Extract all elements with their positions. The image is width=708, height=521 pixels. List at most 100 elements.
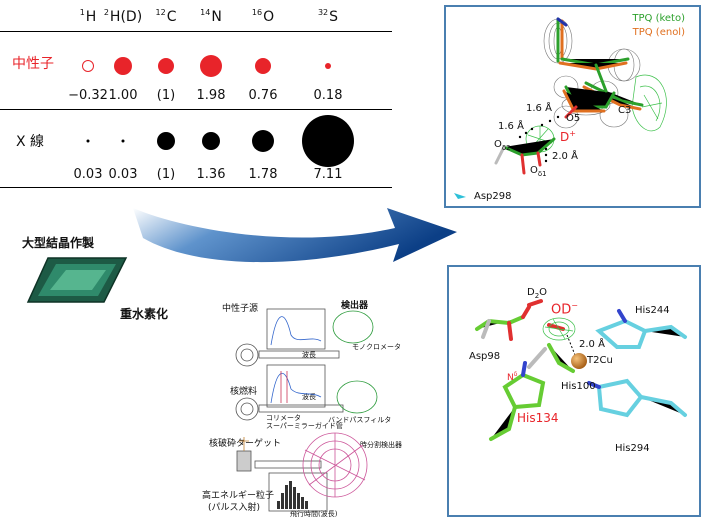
tpq-structure [454, 17, 667, 199]
crystal-icon [26, 257, 128, 303]
isotope-symbol: C [166, 9, 177, 25]
xray-scattering-circle [252, 130, 274, 152]
od2-label: Oδ2 [494, 139, 511, 152]
d2o-label: D2O [527, 287, 548, 300]
xray-scattering-circle [302, 115, 354, 167]
neutron-length-value: 1.00 [108, 88, 138, 103]
spectrum-box-2 [266, 364, 326, 408]
isotope-mass: 2 [103, 8, 109, 17]
distance-label-3: 2.0 Å [552, 151, 578, 162]
neutron-scattering-circle [158, 58, 174, 74]
c3-label: C3 [618, 105, 632, 116]
neutron-source-label: 中性子源 [222, 304, 259, 314]
process-arrow [133, 208, 457, 263]
isotope-symbol: H [85, 9, 97, 25]
pulse-label: (パルス入射) [208, 503, 261, 513]
isotope-header: 32S [318, 8, 338, 25]
guide-tube-2 [258, 404, 344, 413]
collimator-label: コリメータ [266, 414, 301, 422]
neutron-length-value: −0.32 [68, 88, 108, 103]
isotope-header: 12C [156, 8, 177, 25]
table-bottom-rule [0, 187, 392, 188]
deuterium-label: D+ [560, 129, 576, 144]
xray-scattering-circle [157, 132, 175, 150]
guide-tube-3 [254, 460, 322, 469]
his244-label: His244 [635, 305, 670, 316]
isotope-header: 16O [252, 8, 274, 25]
table-top-rule [0, 31, 392, 32]
his294-label: His294 [615, 443, 650, 454]
spectrum-box-1 [266, 308, 326, 350]
reactor-core-2 [235, 397, 259, 421]
isotope-mass: 14 [200, 8, 211, 17]
o5-label: O5 [566, 113, 581, 124]
isotope-mass: 1 [79, 8, 85, 17]
copper-atom [571, 353, 587, 369]
keto-legend: TPQ (keto) [632, 13, 685, 24]
isotope-mass: 32 [317, 8, 329, 17]
isotope-mass: 16 [251, 8, 263, 17]
spallation-label: 核破砕ターゲット [209, 439, 282, 449]
nd-label: Nδ [507, 371, 518, 383]
xray-factor-value: 1.78 [248, 167, 278, 182]
neutron-length-value: 0.76 [248, 88, 278, 103]
his100-label: His100 [561, 381, 596, 392]
xray-scattering-circle [86, 139, 90, 143]
supermirror-label: スーパーミラーガイド管 [266, 422, 343, 430]
t2cu-label: T2Cu [587, 355, 613, 366]
detector-1 [332, 310, 374, 344]
isotope-symbol: N [211, 9, 222, 25]
cyan-marker [454, 193, 466, 199]
wavelength-label-1: 波長 [302, 351, 316, 359]
xray-scattering-circle [121, 139, 125, 143]
xray-row-label: X 線 [16, 134, 45, 150]
tof-histogram [277, 481, 308, 509]
crystal-growth-label: 大型結晶作製 [22, 236, 95, 250]
od1-label: Oδ1 [530, 165, 547, 178]
fuel-label: 核燃料 [230, 387, 258, 397]
distance-label-2: 1.6 Å [498, 121, 524, 132]
instrument-drawing [235, 308, 378, 512]
bandpass-label: バンドパスフィルタ [328, 416, 392, 424]
distance-label-1: 1.6 Å [526, 103, 552, 114]
isotope-header: 2H(D) [104, 8, 142, 25]
neutron-row-label: 中性子 [12, 56, 54, 72]
coordination-line [566, 334, 576, 356]
flight-time-label: 飛行時間(波長) [290, 510, 338, 518]
tof-detector-label: 時分割検出器 [360, 441, 402, 449]
isotope-header: 1H [80, 8, 97, 25]
tpq-sticks [494, 17, 644, 175]
isotope-symbol: H(D) [109, 9, 143, 25]
spallation-target [236, 450, 252, 472]
monochromator-label: モノクロメータ [352, 343, 401, 351]
arrow-shape [133, 208, 457, 263]
isotope-header: 14N [200, 8, 222, 25]
table-mid-rule [0, 109, 392, 110]
xray-factor-value: 1.36 [196, 167, 226, 182]
copper-site-structure [475, 299, 687, 441]
reactor-core-1 [235, 343, 259, 367]
asp298-label: Asp298 [474, 191, 512, 202]
tpq-density-panel: TPQ (keto) TPQ (enol) 1.6 Å 1.6 Å 2.0 Å … [444, 5, 701, 208]
od-density-mesh [542, 317, 576, 341]
asp98-label: Asp98 [469, 351, 501, 362]
detector-2 [336, 380, 378, 414]
his134-label: His134 [517, 411, 559, 425]
copper-site-panel: D2O OD− His244 2.0 Å Asp98 T2Cu Nδ His10… [447, 265, 701, 517]
neutron-scattering-circle [200, 55, 222, 77]
xray-factor-value: 7.11 [313, 167, 343, 182]
xray-factor-value: 0.03 [108, 167, 138, 182]
od-label: OD− [551, 301, 578, 318]
xray-factor-value: (1) [156, 167, 176, 182]
detector-label: 検出器 [341, 301, 369, 311]
neutron-length-value: 1.98 [196, 88, 226, 103]
isotope-mass: 12 [155, 8, 166, 17]
wavelength-label-2: 波長 [302, 393, 316, 401]
enol-legend: TPQ (enol) [632, 27, 685, 38]
neutron-scattering-circle [325, 63, 331, 69]
neutron-scattering-circle [255, 58, 271, 74]
particle-label: 高エネルギー粒子 [202, 491, 275, 501]
deuteration-label: 重水素化 [120, 307, 169, 321]
isotope-symbol: O [263, 9, 275, 25]
xray-scattering-circle [202, 132, 220, 150]
